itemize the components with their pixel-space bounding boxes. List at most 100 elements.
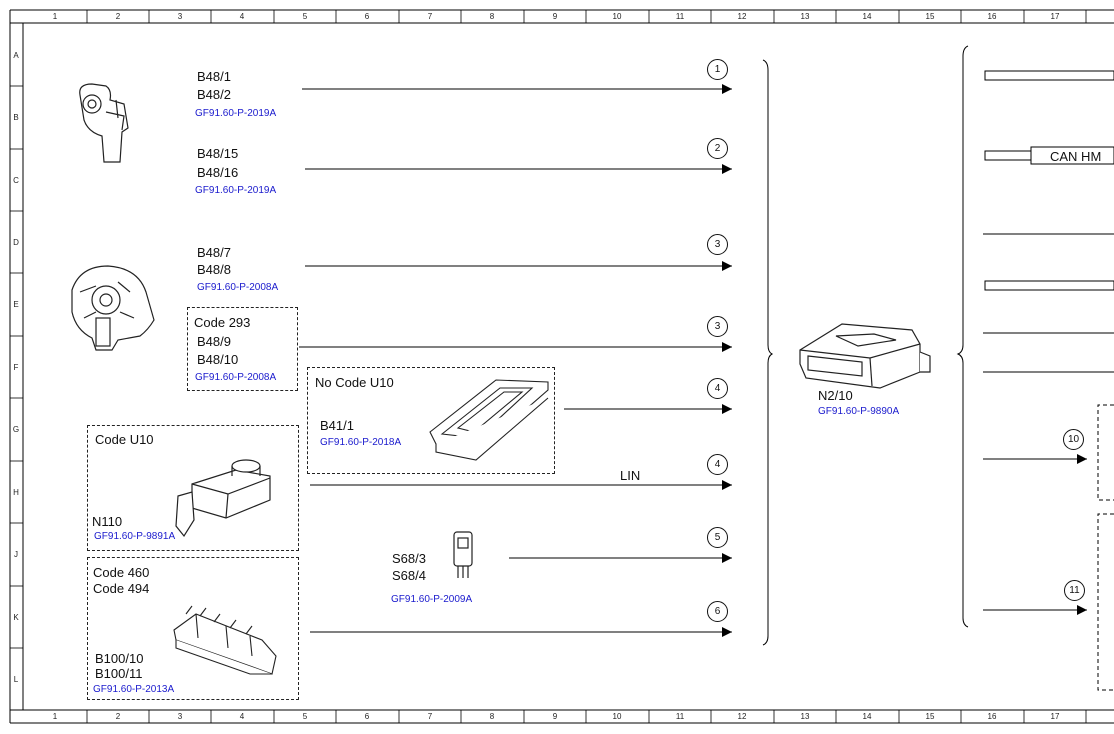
ruler-row-h: H: [13, 488, 19, 497]
output-lines: [983, 70, 1114, 691]
label-lin: LIN: [620, 468, 641, 483]
sensor-b100-sketch: [173, 605, 277, 675]
ruler-col-15-bottom: 15: [925, 712, 935, 721]
signal-circle-10: 10: [1063, 429, 1084, 450]
label-b100-10: B100/10: [95, 651, 144, 666]
ruler-row-k: K: [13, 613, 19, 622]
code-293-box: [187, 307, 298, 391]
label-b48-16: B48/16: [197, 165, 239, 180]
ruler-col-4-bottom: 4: [239, 712, 245, 721]
label-code-293: Code 293: [194, 315, 251, 330]
ruler-col-6: 6: [364, 12, 370, 21]
ruler-col-9: 9: [552, 12, 558, 21]
output-brace: [956, 45, 969, 628]
signal-circle-5: 5: [707, 527, 728, 548]
label-no-code-u10: No Code U10: [315, 375, 394, 390]
ruler-col-2: 2: [115, 12, 121, 21]
label-b48-7: B48/7: [197, 245, 231, 260]
ruler-row-e: E: [13, 300, 19, 309]
ruler-col-5-bottom: 5: [302, 712, 308, 721]
sensor-b48-7-sketch: [71, 265, 155, 351]
label-code-u10: Code U10: [95, 432, 154, 447]
ruler-row-a: A: [13, 51, 19, 60]
ruler-col-6-bottom: 6: [364, 712, 370, 721]
label-b48-15: B48/15: [197, 146, 239, 161]
label-b48-8: B48/8: [197, 262, 231, 277]
label-b48-10: B48/10: [197, 352, 239, 367]
ruler-row-c: C: [13, 176, 19, 185]
ruler-col-14: 14: [862, 12, 872, 21]
drawing-frame: [9, 9, 1114, 724]
ref-2013a[interactable]: GF91.60-P-2013A: [93, 684, 175, 695]
label-s68-3: S68/3: [392, 551, 426, 566]
ruler-col-4: 4: [239, 12, 245, 21]
label-b41-1: B41/1: [320, 418, 354, 433]
module-b41-1-sketch: [429, 379, 549, 461]
ref-9890a[interactable]: GF91.60-P-9890A: [818, 406, 900, 417]
ruler-col-16-bottom: 16: [987, 712, 997, 721]
ruler-row-l: L: [13, 675, 19, 684]
ref-2008a-2[interactable]: GF91.60-P-2008A: [195, 372, 277, 383]
ref-9891a[interactable]: GF91.60-P-9891A: [94, 531, 176, 542]
ruler-row-j: J: [14, 550, 18, 559]
ruler-col-10: 10: [612, 12, 622, 21]
ruler-col-11-bottom: 11: [675, 712, 685, 721]
ruler-row-g: G: [12, 425, 20, 434]
label-n110: N110: [92, 514, 123, 529]
label-b48-9: B48/9: [197, 334, 231, 349]
signal-circle-6: 6: [707, 601, 728, 622]
ref-2019a-1[interactable]: GF91.60-P-2019A: [195, 108, 277, 119]
ref-2019a-2[interactable]: GF91.60-P-2019A: [195, 185, 277, 196]
ruler-col-17: 17: [1050, 12, 1060, 21]
signal-arrows: [299, 84, 1087, 637]
ruler-col-2-bottom: 2: [115, 712, 121, 721]
ruler-col-7: 7: [427, 12, 433, 21]
ruler-col-13-bottom: 13: [800, 712, 810, 721]
ruler-col-15: 15: [925, 12, 935, 21]
ruler-col-14-bottom: 14: [862, 712, 872, 721]
ref-2008a-1[interactable]: GF91.60-P-2008A: [197, 282, 279, 293]
ruler-col-10-bottom: 10: [612, 712, 622, 721]
ruler-col-12: 12: [737, 12, 747, 21]
sensor-b48-1-sketch: [79, 83, 129, 163]
label-code-494: Code 494: [93, 581, 150, 596]
ruler-col-17-bottom: 17: [1050, 712, 1060, 721]
ruler-col-1: 1: [52, 12, 58, 21]
code-u10-box: [87, 425, 299, 551]
no-code-u10-box: [307, 367, 555, 474]
ruler-col-12-bottom: 12: [737, 712, 747, 721]
switch-s68-sketch: [453, 531, 473, 578]
label-code-460: Code 460: [93, 565, 150, 580]
ruler-col-3: 3: [177, 12, 183, 21]
signal-circle-4b: 4: [707, 454, 728, 475]
label-can-hm: CAN HM: [1050, 149, 1102, 164]
ruler-row-d: D: [13, 238, 19, 247]
label-b48-2: B48/2: [197, 87, 231, 102]
ruler-col-7-bottom: 7: [427, 712, 433, 721]
signal-circle-1: 1: [707, 59, 728, 80]
signal-circle-3a: 3: [707, 234, 728, 255]
ruler-col-8: 8: [489, 12, 495, 21]
signal-circle-4a: 4: [707, 378, 728, 399]
input-brace: [762, 59, 774, 646]
ref-2018a[interactable]: GF91.60-P-2018A: [320, 437, 402, 448]
ruler-col-16: 16: [987, 12, 997, 21]
ref-2009a[interactable]: GF91.60-P-2009A: [391, 594, 473, 605]
ruler-row-f: F: [13, 363, 19, 372]
ruler-col-9-bottom: 9: [552, 712, 558, 721]
label-n2-10: N2/10: [818, 388, 853, 403]
ruler-row-b: B: [13, 113, 19, 122]
ruler-col-11: 11: [675, 12, 685, 21]
signal-circle-2: 2: [707, 138, 728, 159]
ruler-col-1-bottom: 1: [52, 712, 58, 721]
ruler-col-5: 5: [302, 12, 308, 21]
signal-circle-3b: 3: [707, 316, 728, 337]
label-b100-11: B100/11: [95, 666, 143, 681]
label-b48-1: B48/1: [197, 69, 231, 84]
ruler-col-3-bottom: 3: [177, 712, 183, 721]
control-unit-n2-10-sketch: [799, 323, 931, 389]
code-460-494-box: [87, 557, 299, 700]
module-n110-sketch: [175, 459, 271, 538]
